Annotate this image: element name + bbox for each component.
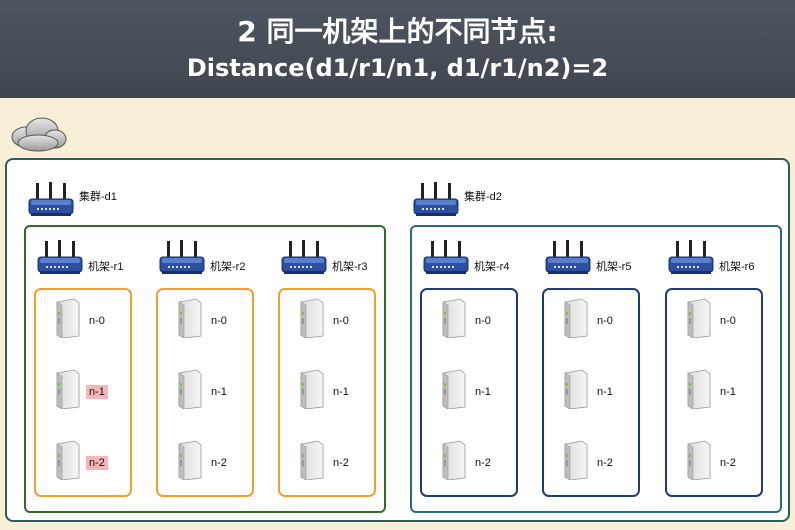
rack-box: [156, 288, 254, 497]
cluster-2-box: [410, 225, 782, 513]
rack-box: [542, 288, 640, 497]
server-icon: [176, 298, 202, 339]
rack-label: 机架-r3: [332, 261, 368, 273]
title-line-2: Distance(d1/r1/n1, d1/r1/n2)=2: [186, 54, 609, 82]
server-icon: [298, 440, 324, 481]
node-label: n-2: [333, 457, 349, 469]
router-icon: [280, 240, 328, 276]
cluster-label: 集群-d1: [79, 191, 117, 203]
router-icon: [36, 240, 84, 276]
node-label: n-1: [597, 386, 613, 398]
server-icon: [440, 369, 466, 410]
node-label: n-2: [597, 457, 613, 469]
server-icon: [54, 369, 80, 410]
server-icon: [298, 369, 324, 410]
server-icon: [685, 298, 711, 339]
router-icon: [667, 240, 715, 276]
router-icon: [27, 182, 75, 218]
server-icon: [562, 440, 588, 481]
node-label: n-1: [211, 386, 227, 398]
rack-label: 机架-r6: [719, 261, 755, 273]
server-icon: [685, 369, 711, 410]
server-icon: [176, 369, 202, 410]
cluster-label: 集群-d2: [464, 191, 502, 203]
server-icon: [440, 298, 466, 339]
title-banner: 2 同一机架上的不同节点: Distance(d1/r1/n1, d1/r1/n…: [0, 0, 795, 98]
rack-box: [665, 288, 763, 497]
server-icon: [440, 440, 466, 481]
node-label: n-0: [89, 315, 105, 327]
server-icon: [298, 298, 324, 339]
node-label: n-2: [211, 457, 227, 469]
router-icon: [412, 182, 460, 218]
cloud-icon: [11, 117, 67, 152]
node-label: n-1: [333, 386, 349, 398]
server-icon: [54, 298, 80, 339]
node-label: n-0: [211, 315, 227, 327]
node-label: n-1: [475, 386, 491, 398]
node-label: n-0: [597, 315, 613, 327]
router-icon: [422, 240, 470, 276]
node-label: n-2: [720, 457, 736, 469]
rack-label: 机架-r1: [88, 261, 124, 273]
title-line-1: 2 同一机架上的不同节点:: [237, 15, 558, 48]
rack-box: [34, 288, 132, 497]
server-icon: [176, 440, 202, 481]
server-icon: [685, 440, 711, 481]
node-label: n-1: [86, 385, 108, 399]
rack-box: [278, 288, 376, 497]
server-icon: [562, 369, 588, 410]
router-icon: [544, 240, 592, 276]
node-label: n-1: [720, 386, 736, 398]
rack-label: 机架-r5: [596, 261, 632, 273]
node-label: n-2: [86, 456, 108, 470]
cluster-1-box: [24, 225, 386, 513]
node-label: n-0: [720, 315, 736, 327]
router-icon: [158, 240, 206, 276]
rack-label: 机架-r2: [210, 261, 246, 273]
node-label: n-0: [475, 315, 491, 327]
node-label: n-2: [475, 457, 491, 469]
rack-label: 机架-r4: [474, 261, 510, 273]
server-icon: [562, 298, 588, 339]
node-label: n-0: [333, 315, 349, 327]
server-icon: [54, 440, 80, 481]
rack-box: [420, 288, 518, 497]
datacenter-container: [5, 158, 790, 522]
